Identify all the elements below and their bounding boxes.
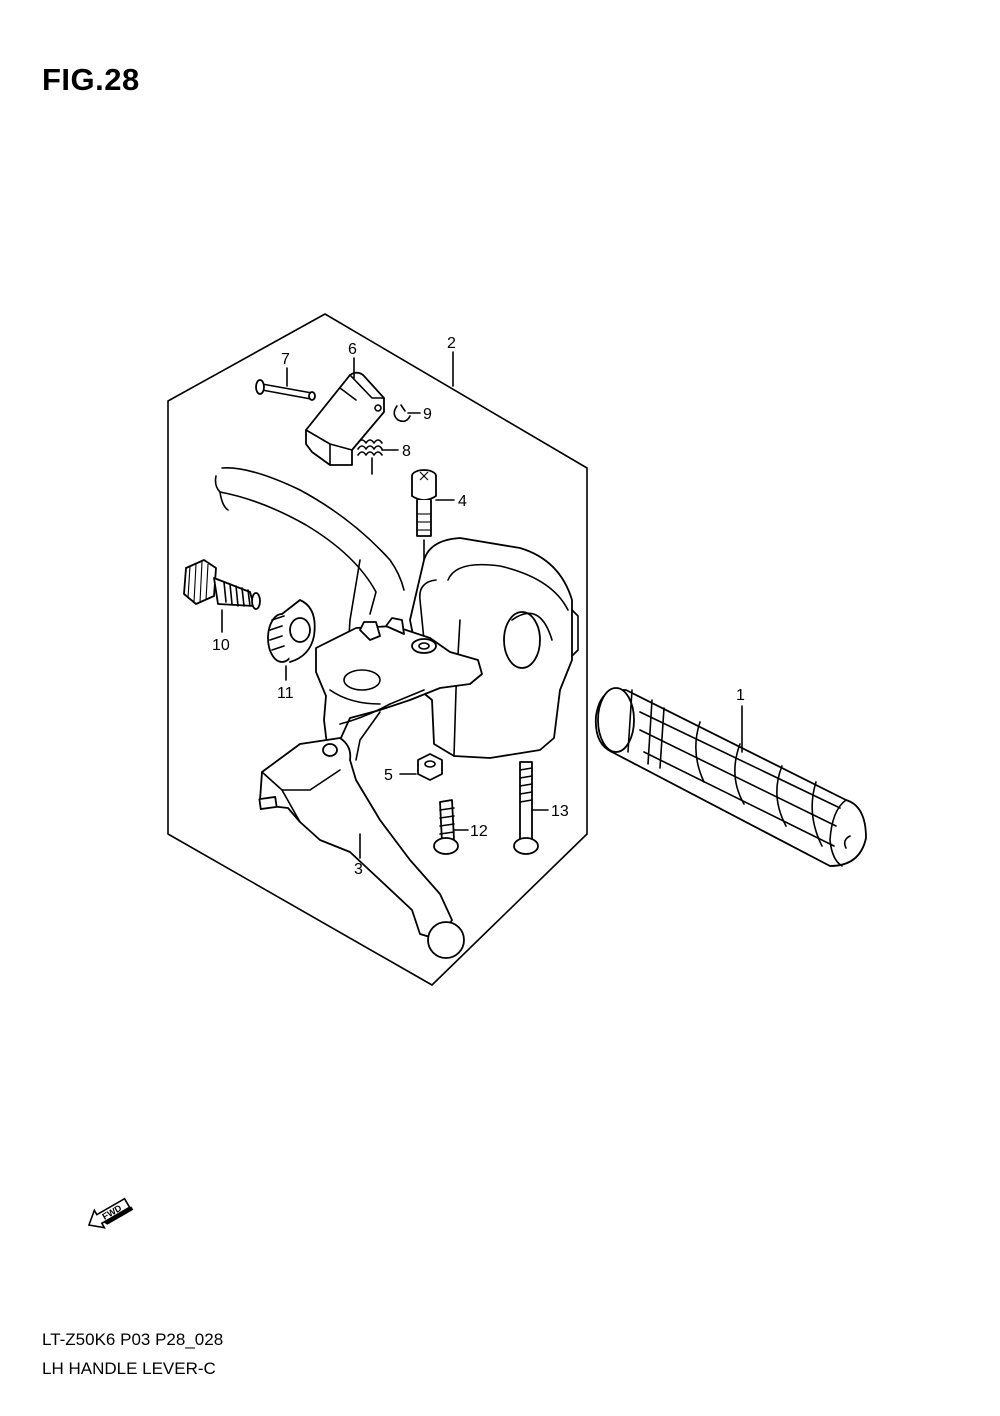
- nut-part-5: [417, 753, 443, 781]
- clip-part-9: [393, 404, 411, 423]
- assembly-boundary: [167, 313, 588, 986]
- lever-housing: [409, 537, 579, 759]
- screw-part-12: [433, 799, 459, 855]
- callout-12: 12: [470, 823, 488, 840]
- callout-1: 1: [736, 687, 745, 704]
- spring-part-8: [357, 439, 383, 475]
- lever-bracket: [315, 617, 483, 791]
- callout-13: 13: [551, 803, 569, 820]
- callout-7: 7: [281, 351, 290, 368]
- callout-9: 9: [423, 406, 432, 423]
- callout-4: 4: [458, 493, 467, 510]
- callout-3: 3: [354, 861, 363, 878]
- callout-6: 6: [348, 341, 357, 358]
- pin-part-7: [255, 379, 316, 401]
- holder-part-6: [305, 371, 385, 466]
- lock-nut-part-11: [267, 599, 316, 681]
- screw-part-13: [513, 761, 539, 855]
- figure-title: FIG.28: [42, 62, 140, 97]
- callout-10: 10: [212, 637, 230, 654]
- grip-part-1: [594, 687, 867, 867]
- adjuster-bolt-part-10: [183, 559, 261, 633]
- model-code: LT-Z50K6 P03 P28_028: [42, 1330, 224, 1349]
- callout-2: 2: [447, 335, 456, 352]
- callout-5: 5: [384, 767, 393, 784]
- callout-8: 8: [402, 443, 411, 460]
- lever-part-3: [258, 737, 465, 959]
- fwd-arrow-icon: FWD: [87, 1197, 134, 1229]
- assembly-name: LH HANDLE LEVER-C: [42, 1359, 216, 1378]
- callout-11: 11: [277, 685, 294, 702]
